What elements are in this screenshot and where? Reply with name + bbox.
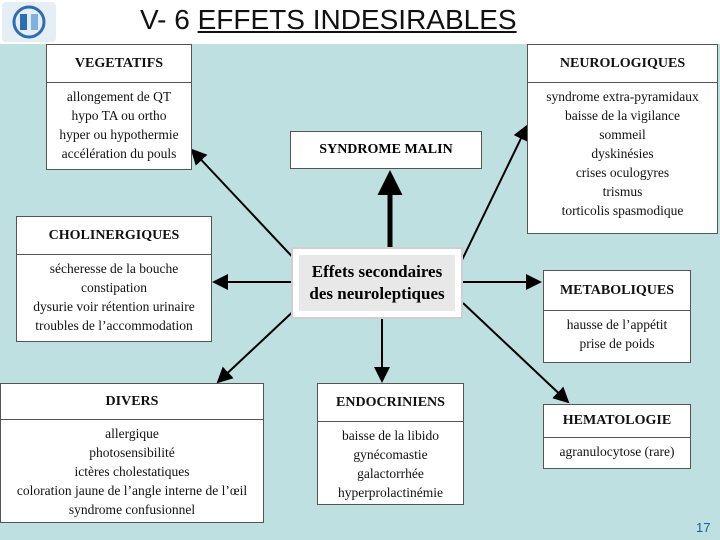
list-item: accélération du pouls: [61, 146, 177, 161]
page-number: 17: [696, 520, 711, 535]
logo-icon: [2, 2, 56, 42]
list-item: baisse de la libido: [341, 428, 440, 443]
endocriniens-box: ENDOCRINIENS baisse de la libido gynécom…: [317, 383, 464, 505]
cholinergiques-items: sécheresse de la bouche constipation dys…: [17, 255, 211, 335]
cholinergiques-box: CHOLINERGIQUES sécheresse de la bouche c…: [16, 216, 212, 342]
center-box: Effets secondaires des neuroleptiques: [291, 247, 463, 319]
neurologiques-items: syndrome extra-pyramidaux baisse de la v…: [528, 83, 717, 220]
list-item: trismus: [602, 184, 643, 199]
list-item: hypo TA ou ortho: [71, 108, 167, 123]
divers-items: allergique photosensibilité ictères chol…: [1, 420, 263, 519]
title-bar: V- 6 EFFETS INDESIRABLES: [0, 0, 720, 44]
neurologiques-title: NEUROLOGIQUES: [528, 45, 717, 83]
list-item: prise de poids: [579, 336, 655, 351]
list-item: baisse de la vigilance: [564, 108, 681, 123]
list-item: galactorrhée: [357, 466, 424, 481]
list-item: syndrome extra-pyramidaux: [546, 89, 699, 104]
syndrome-malin-box: SYNDROME MALIN: [290, 131, 482, 169]
endocriniens-title: ENDOCRINIENS: [318, 384, 463, 422]
divers-box: DIVERS allergique photosensibilité ictèr…: [0, 383, 264, 523]
list-item: constipation: [81, 280, 147, 295]
divers-title: DIVERS: [1, 384, 263, 420]
title-main: EFFETS INDESIRABLES: [197, 4, 517, 35]
list-item: ictères cholestatiques: [74, 464, 190, 479]
metaboliques-box: METABOLIQUES hausse de l’appétit prise d…: [543, 270, 691, 363]
cholinergiques-title: CHOLINERGIQUES: [17, 217, 211, 255]
list-item: allongement de QT: [66, 89, 172, 104]
endocriniens-items: baisse de la libido gynécomastie galacto…: [318, 422, 463, 502]
center-line-1: Effets secondaires: [311, 262, 443, 281]
list-item: coloration jaune de l’angle interne de l…: [16, 483, 248, 498]
list-item: dysurie voir rétention urinaire: [33, 299, 195, 314]
vegetatifs-items: allongement de QT hypo TA ou ortho hyper…: [47, 83, 191, 163]
list-item: hyper ou hypothermie: [59, 127, 179, 142]
center-label: Effets secondaires des neuroleptiques: [299, 255, 455, 311]
list-item: dyskinésies: [591, 146, 654, 161]
list-item: sécheresse de la bouche: [49, 261, 179, 276]
list-item: hyperprolactinémie: [338, 485, 443, 500]
hematologie-items: agranulocytose (rare): [544, 438, 690, 461]
vegetatifs-box: VEGETATIFS allongement de QT hypo TA ou …: [46, 44, 192, 170]
title-prefix: V- 6: [140, 4, 198, 35]
list-item: crises oculogyres: [575, 165, 670, 180]
neurologiques-box: NEUROLOGIQUES syndrome extra-pyramidaux …: [527, 44, 718, 234]
syndrome-malin-label: SYNDROME MALIN: [319, 142, 453, 157]
list-item: troubles de l’accommodation: [35, 318, 193, 333]
list-item: allergique: [105, 426, 159, 441]
list-item: torticolis spasmodique: [561, 203, 684, 218]
list-item: sommeil: [599, 127, 646, 142]
list-item: photosensibilité: [89, 445, 175, 460]
list-item: hausse de l’appétit: [566, 317, 668, 332]
hematologie-box: HEMATOLOGIE agranulocytose (rare): [543, 404, 691, 469]
list-item: agranulocytose (rare): [559, 444, 675, 459]
slide-title: V- 6 EFFETS INDESIRABLES: [140, 4, 517, 36]
vegetatifs-title: VEGETATIFS: [47, 45, 191, 83]
metaboliques-items: hausse de l’appétit prise de poids: [544, 311, 690, 353]
metaboliques-title: METABOLIQUES: [544, 271, 690, 311]
list-item: syndrome confusionnel: [68, 502, 196, 517]
center-line-2: des neuroleptiques: [309, 284, 445, 303]
hematologie-title: HEMATOLOGIE: [544, 405, 690, 438]
list-item: gynécomastie: [353, 447, 428, 462]
